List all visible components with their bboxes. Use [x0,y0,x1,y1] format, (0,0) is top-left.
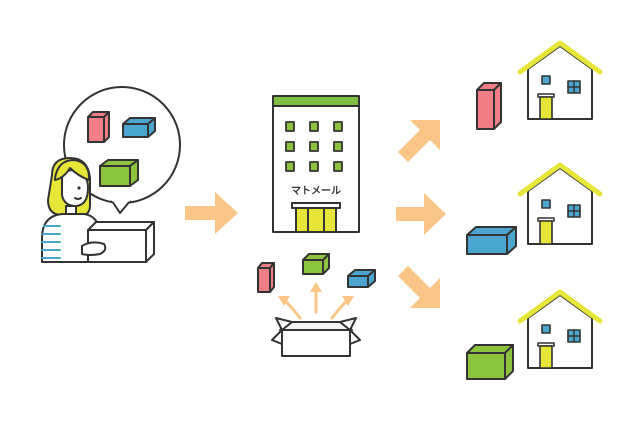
house-icon [517,40,603,120]
green-package-small-icon [302,253,330,275]
right-arrow-icon [185,192,238,234]
customer-group [41,86,181,263]
arrows-to-houses [396,120,446,308]
building-label: マトメール [291,185,341,197]
green-package-icon [99,159,139,187]
matomail-building-icon: マトメール [272,95,360,233]
right-arrow-icon [396,193,446,235]
person-holding-box-icon [41,157,155,263]
burst-arrows [278,282,354,320]
open-box-icon [271,317,361,357]
house-1 [476,40,603,130]
right-arrow-down-icon [398,266,440,308]
package-green-delivered [466,344,514,380]
house-icon [517,162,603,245]
blue-package-icon [122,117,156,138]
package-blue-delivered [466,226,517,255]
red-package-small-icon [257,262,275,293]
red-package-icon [87,111,110,143]
house-3 [466,289,603,380]
house-2 [466,162,603,255]
building-windows [285,121,343,172]
right-arrow-up-icon [398,120,440,162]
package-red-delivered [476,82,502,130]
house-icon [517,289,603,369]
blue-package-small-icon [347,269,376,288]
